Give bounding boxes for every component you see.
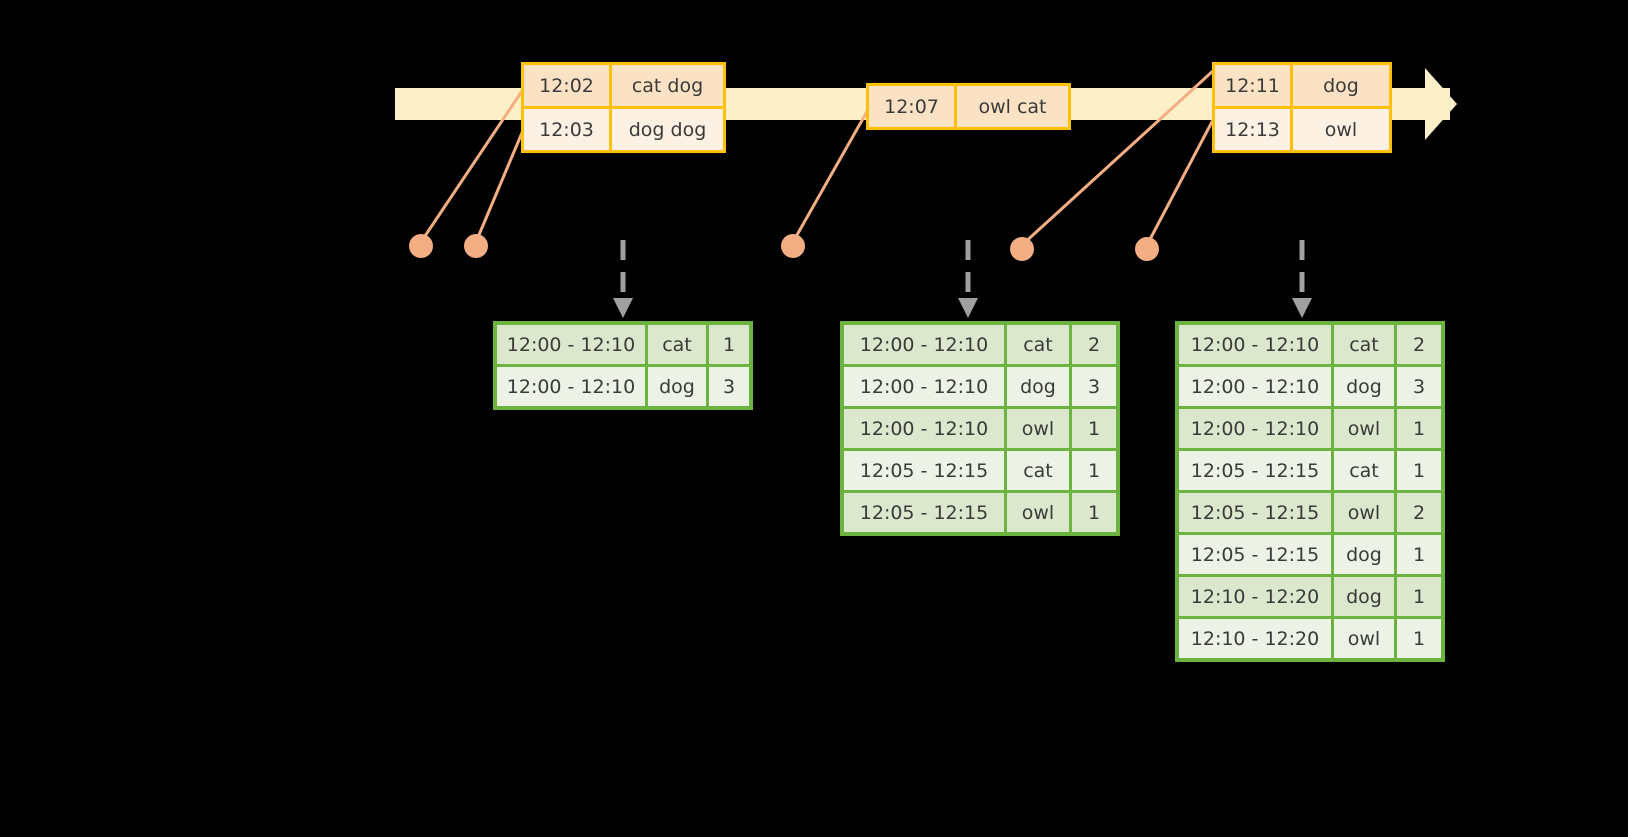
pin-12-11 — [1010, 237, 1034, 261]
table-row: 12:00 - 12:10 cat 2 — [844, 325, 1116, 364]
table-row: 12:00 - 12:10 cat 2 — [1179, 325, 1441, 364]
event-row: 12:03 dog dog — [524, 106, 723, 150]
key-cell: cat — [648, 325, 706, 364]
count-cell: 1 — [1397, 409, 1441, 448]
table-row: 12:05 - 12:15 cat 1 — [1179, 451, 1441, 490]
event-row: 12:02 cat dog — [524, 65, 723, 106]
result-table-after-12-03[interactable]: 12:00 - 12:10 cat 1 12:00 - 12:10 dog 3 — [493, 321, 753, 410]
result-table-after-12-07[interactable]: 12:00 - 12:10 cat 2 12:00 - 12:10 dog 3 … — [840, 321, 1120, 536]
window-cell: 12:05 - 12:15 — [1179, 535, 1331, 574]
event-value: dog — [1323, 74, 1359, 97]
count-cell: 2 — [1397, 325, 1441, 364]
window-cell: 12:05 - 12:15 — [1179, 451, 1331, 490]
dashed-arrow-to-table-1 — [613, 240, 633, 318]
count-cell: 2 — [1072, 325, 1116, 364]
pin-12-13 — [1135, 237, 1159, 261]
key-cell: dog — [1007, 367, 1069, 406]
key-cell: cat — [1334, 325, 1394, 364]
event-row: 12:11 dog — [1215, 65, 1389, 106]
dashed-arrow-to-table-2 — [958, 240, 978, 318]
count-cell: 1 — [709, 325, 749, 364]
count-cell: 2 — [1397, 493, 1441, 532]
window-cell: 12:05 - 12:15 — [1179, 493, 1331, 532]
key-cell: owl — [1007, 493, 1069, 532]
key-cell: dog — [1334, 535, 1394, 574]
event-box-2[interactable]: 12:07 owl cat — [866, 83, 1071, 130]
key-cell: dog — [648, 367, 706, 406]
key-cell: cat — [1007, 325, 1069, 364]
window-cell: 12:00 - 12:10 — [1179, 367, 1331, 406]
count-cell: 1 — [1072, 409, 1116, 448]
event-value: dog dog — [628, 118, 707, 141]
key-cell: dog — [1334, 367, 1394, 406]
window-cell: 12:00 - 12:10 — [1179, 409, 1331, 448]
dashed-arrow-to-table-3 — [1292, 240, 1312, 318]
table-row: 12:00 - 12:10 dog 3 — [1179, 367, 1441, 406]
table-row: 12:05 - 12:15 owl 1 — [844, 493, 1116, 532]
event-time: 12:13 — [1215, 109, 1293, 150]
count-cell: 3 — [1072, 367, 1116, 406]
event-time: 12:02 — [524, 65, 612, 106]
event-time: 12:03 — [524, 109, 612, 150]
event-box-1[interactable]: 12:02 cat dog 12:03 dog dog — [521, 62, 726, 153]
count-cell: 1 — [1072, 493, 1116, 532]
window-cell: 12:00 - 12:10 — [844, 367, 1004, 406]
window-cell: 12:00 - 12:10 — [1179, 325, 1331, 364]
timeline-arrowhead-icon — [1425, 68, 1457, 140]
key-cell: owl — [1007, 409, 1069, 448]
table-row: 12:10 - 12:20 dog 1 — [1179, 577, 1441, 616]
event-row: 12:07 owl cat — [869, 86, 1068, 127]
pin-12-07 — [781, 234, 805, 258]
table-row: 12:00 - 12:10 dog 3 — [844, 367, 1116, 406]
pin-12-03 — [464, 234, 488, 258]
window-cell: 12:05 - 12:15 — [844, 451, 1004, 490]
window-cell: 12:00 - 12:10 — [844, 409, 1004, 448]
count-cell: 1 — [1397, 619, 1441, 658]
table-row: 12:00 - 12:10 owl 1 — [844, 409, 1116, 448]
event-time: 12:11 — [1215, 65, 1293, 106]
window-cell: 12:00 - 12:10 — [497, 367, 645, 406]
count-cell: 1 — [1397, 451, 1441, 490]
window-cell: 12:05 - 12:15 — [844, 493, 1004, 532]
count-cell: 3 — [709, 367, 749, 406]
key-cell: owl — [1334, 493, 1394, 532]
event-value: owl — [1324, 118, 1358, 141]
table-row: 12:00 - 12:10 cat 1 — [497, 325, 749, 364]
pin-12-02 — [409, 234, 433, 258]
event-value: cat dog — [631, 74, 704, 97]
count-cell: 1 — [1072, 451, 1116, 490]
count-cell: 3 — [1397, 367, 1441, 406]
table-row: 12:05 - 12:15 cat 1 — [844, 451, 1116, 490]
key-cell: cat — [1334, 451, 1394, 490]
key-cell: cat — [1007, 451, 1069, 490]
result-table-after-12-13[interactable]: 12:00 - 12:10 cat 2 12:00 - 12:10 dog 3 … — [1175, 321, 1445, 662]
table-row: 12:00 - 12:10 dog 3 — [497, 367, 749, 406]
key-cell: dog — [1334, 577, 1394, 616]
table-row: 12:00 - 12:10 owl 1 — [1179, 409, 1441, 448]
event-row: 12:13 owl — [1215, 106, 1389, 150]
window-cell: 12:00 - 12:10 — [844, 325, 1004, 364]
event-time: 12:07 — [869, 86, 957, 127]
window-cell: 12:10 - 12:20 — [1179, 619, 1331, 658]
key-cell: owl — [1334, 619, 1394, 658]
window-cell: 12:00 - 12:10 — [497, 325, 645, 364]
table-row: 12:05 - 12:15 dog 1 — [1179, 535, 1441, 574]
key-cell: owl — [1334, 409, 1394, 448]
event-box-3[interactable]: 12:11 dog 12:13 owl — [1212, 62, 1392, 153]
window-cell: 12:10 - 12:20 — [1179, 577, 1331, 616]
table-row: 12:05 - 12:15 owl 2 — [1179, 493, 1441, 532]
event-value: owl cat — [978, 95, 1047, 118]
count-cell: 1 — [1397, 535, 1441, 574]
count-cell: 1 — [1397, 577, 1441, 616]
table-row: 12:10 - 12:20 owl 1 — [1179, 619, 1441, 658]
